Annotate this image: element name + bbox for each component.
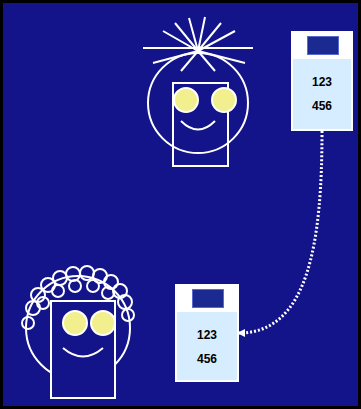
device-top [293, 33, 351, 59]
device-screen [192, 289, 224, 308]
dotted-arrow [239, 131, 322, 333]
pager-device: 123 456 [175, 284, 239, 382]
keypad-number: 456 [177, 352, 237, 366]
keypad-number: 123 [293, 75, 351, 89]
pager-device: 123 456 [291, 31, 353, 131]
device-screen [307, 36, 339, 55]
device-top [177, 286, 237, 312]
curly-face [22, 266, 134, 398]
spiky-face [143, 17, 253, 166]
keypad-number: 456 [293, 99, 351, 113]
keypad-number: 123 [177, 328, 237, 342]
connector-layer [3, 3, 358, 406]
